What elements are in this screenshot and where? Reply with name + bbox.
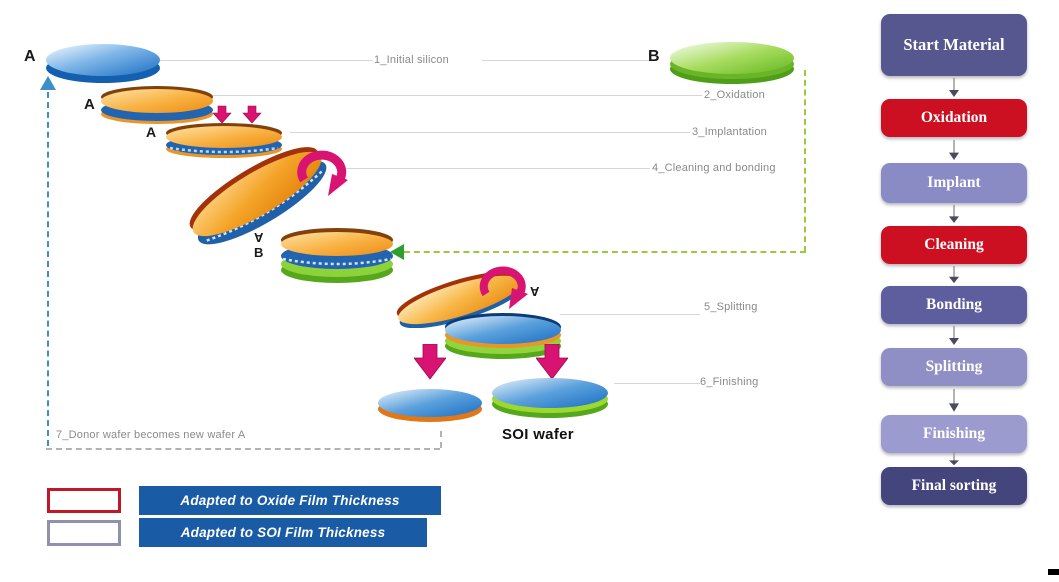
split-top-wafer [388,268,530,333]
flow-node-splitting: Splitting [881,348,1027,386]
implant-arrows-icon [212,105,262,124]
finishing-arrow-right-icon [535,343,569,385]
connector-line-step1-left [155,60,373,61]
legend-label-soi: Adapted to SOI Film Thickness [139,518,427,547]
connector-line-step5 [560,314,700,315]
flow-arrow-down-icon [948,78,960,98]
connector-line-step6 [614,383,700,384]
step-label-2: 2_Oxidation [704,89,765,101]
corner-mark [1048,569,1059,575]
wafer-b-initial [668,36,796,93]
split-rotation-arrow-icon [478,260,534,315]
flow-node-oxidation: Oxidation [881,99,1027,137]
connector-line-step1-right [482,60,654,61]
flow-node-cleaning: Cleaning [881,226,1027,264]
step-label-6: 6_Finishing [700,376,759,388]
wafer-a-oxidized [98,82,216,131]
recycle-arrowhead-icon [40,76,56,90]
soi-wafer-final [490,370,610,427]
donor-return-dashed-riser [440,431,442,448]
step-label-5: 5_Splitting [704,301,758,313]
flow-arrow-down-icon [948,205,960,224]
legend-label-oxide: Adapted to Oxide Film Thickness [139,486,441,515]
split-top-letter: A [530,284,540,299]
wafer-a-flipped [172,142,342,251]
flow-arrow-down-icon [948,140,960,161]
donor-wafer-final [376,378,484,431]
soi-wafer-label: SOI wafer [502,426,574,443]
donor-return-dashed-line [46,448,440,450]
bonded-top-letter: A [254,230,264,245]
bonded-wafer-stack [278,222,396,291]
step-label-3: 3_Implantation [692,126,767,138]
bonded-bottom-letter: B [254,245,264,260]
wafer-a-oxidized-letter: A [84,96,95,113]
recycle-dashed-line [47,92,49,446]
flow-node-start-material: Start Material [881,14,1027,76]
legend-swatch-oxide [47,488,121,513]
flow-node-implant: Implant [881,163,1027,203]
bonding-arrowhead-icon [390,244,404,260]
wafer-a-implanted-letter: A [146,124,157,140]
step-label-7: 7_Donor wafer becomes new wafer A [56,429,246,441]
split-bottom-stack [442,298,564,367]
bonded-stack-letters: A B [254,230,263,260]
flow-arrow-down-icon [948,389,960,413]
legend-swatch-soi [47,520,121,546]
flow-node-bonding: Bonding [881,286,1027,324]
connector-line-step2 [208,95,702,96]
flow-arrow-down-icon [948,326,960,346]
connector-line-step4 [336,168,650,169]
wafer-a-initial [44,38,162,91]
connector-line-step3 [290,132,690,133]
flip-rotation-arrow-icon [296,144,354,203]
wafer-b-letter: B [648,48,660,65]
wafer-b-dashed-line-horizontal [404,251,806,253]
step-label-1: 1_Initial silicon [374,54,449,66]
wafer-b-dashed-line-vertical [804,70,806,252]
flow-node-final-sorting: Final sorting [881,467,1027,505]
flow-arrow-down-icon [948,452,960,466]
flow-node-finishing: Finishing [881,415,1027,453]
step-label-4: 4_Cleaning and bonding [652,162,776,174]
wafer-a-implanted [162,104,288,165]
wafer-a-letter: A [24,48,36,65]
finishing-arrow-left-icon [413,343,447,385]
flow-arrow-down-icon [948,266,960,284]
